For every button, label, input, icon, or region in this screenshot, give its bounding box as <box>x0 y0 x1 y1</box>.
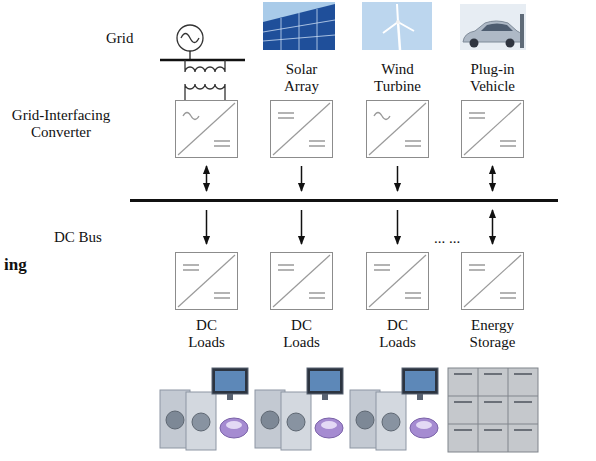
power-flow-arrow <box>206 210 208 244</box>
converter-box: DC Loads <box>366 252 429 310</box>
node-label: DC Bus <box>54 229 102 246</box>
converter-box: Wind Turbine <box>366 100 429 158</box>
converter-box: DC Loads <box>270 252 333 310</box>
converter-box: Solar Array <box>270 100 333 158</box>
converter-box: Plug-in Vehicle <box>461 100 524 158</box>
converter-box: DC Loads <box>175 252 238 310</box>
node-label: DC Loads <box>177 317 237 351</box>
power-flow-arrow <box>301 210 303 244</box>
power-flow-arrow <box>301 166 303 191</box>
dc-bus: DC Bus <box>130 199 558 202</box>
node-label: DC Loads <box>368 317 428 351</box>
power-flow-arrow <box>492 210 494 244</box>
node-label: Solar Array <box>272 61 332 95</box>
power-flow-arrow <box>206 166 208 191</box>
converter-box: Grid-Interfacing Converter <box>175 100 238 158</box>
node-label: Grid-Interfacing Converter <box>2 107 120 141</box>
ellipsis-label: ... ... <box>434 230 460 247</box>
converter-box: Energy Storage <box>461 252 524 310</box>
grid-label: Grid <box>106 30 134 47</box>
power-flow-arrow <box>492 166 494 191</box>
node-label: Energy Storage <box>463 317 523 351</box>
node-label: Plug-in Vehicle <box>463 61 523 95</box>
power-flow-arrow <box>397 210 399 244</box>
node-label: DC Loads <box>272 317 332 351</box>
cropped-text: ing <box>4 256 27 273</box>
node-label: Wind Turbine <box>368 61 428 95</box>
power-flow-arrow <box>397 166 399 191</box>
